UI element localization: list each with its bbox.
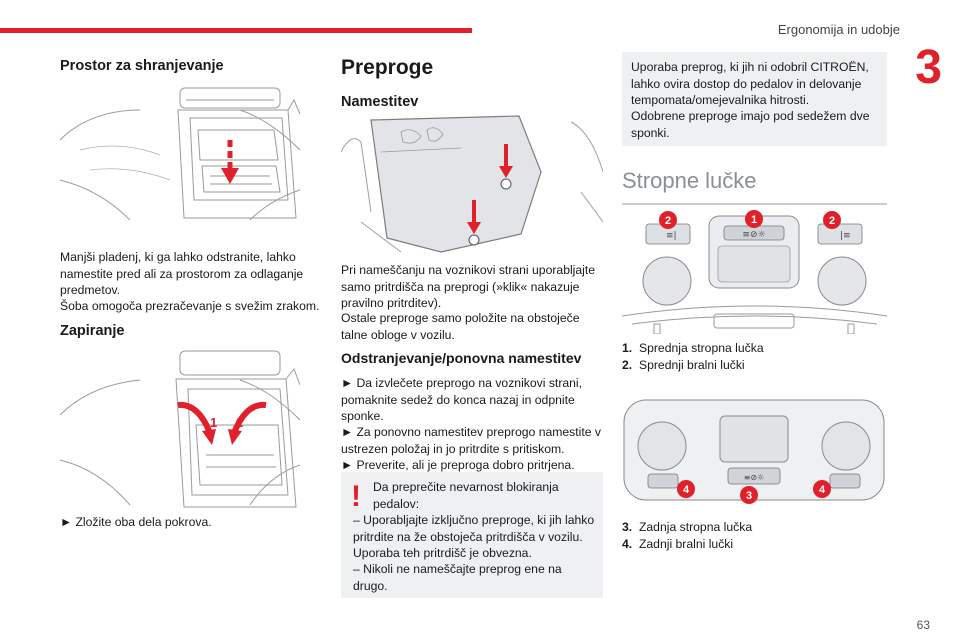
callout-1-label: 1 xyxy=(210,415,217,430)
remove-step-1: ► Da izvlečete preprogo na voznikovi str… xyxy=(341,376,583,423)
callout-1-label: 1 xyxy=(751,214,757,226)
reading-right-symbol-icon: |≡ xyxy=(840,231,851,241)
front-legend-item-2: 2. Sprednji bralni lučki xyxy=(622,357,745,372)
rear-switch-symbols-icon: ≡⊘☼ xyxy=(744,473,765,482)
callout-4-left-label: 4 xyxy=(683,484,690,496)
rear-ceiling-lens xyxy=(719,415,789,463)
sun-visor-right xyxy=(817,256,867,306)
warning-line-2: – Uporabljajte izključno preproge, ki ji… xyxy=(353,513,595,560)
clip-point-lower-icon xyxy=(468,234,480,246)
install-text-2: Ostale preproge samo položite na obstoje… xyxy=(341,311,580,342)
closing-heading: Zapiranje xyxy=(60,323,125,339)
header-accent-bar xyxy=(0,28,472,33)
floor-mat-illustration xyxy=(341,115,603,253)
remove-step-2: ► Za ponovno namestitev preprogo namesti… xyxy=(341,425,602,456)
install-text-1: Pri nameščanju na voznikovi strani upora… xyxy=(341,263,596,310)
reading-left-symbol-icon: ≡| xyxy=(666,231,677,241)
red-arrow-down-upper-icon xyxy=(499,166,513,178)
remove-step-3: ► Preverite, ali je preproga dobro pritr… xyxy=(341,458,575,472)
rear-legend: 3. Zadnja stropna lučka 4. Zadnji bralni… xyxy=(622,519,887,552)
info-line-2: Odobrene preproge imajo pod sedežem dve … xyxy=(631,109,870,140)
closing-text: ► Zložite oba dela pokrova. xyxy=(60,515,212,529)
callout-2-label: 2 xyxy=(236,415,243,430)
section-title: Ergonomija in udobje xyxy=(777,22,900,37)
install-heading: Namestitev xyxy=(341,94,419,110)
front-legend: 1. Sprednja stropna lučka 2. Sprednji br… xyxy=(622,340,887,373)
front-legend-item-1: 1. Sprednja stropna lučka xyxy=(622,341,764,355)
callout-2-right-label: 2 xyxy=(829,215,835,227)
red-fold-arrow-right-icon xyxy=(228,429,242,445)
rear-ceiling-switch xyxy=(727,467,781,485)
info-line-1: Uporaba preprog, ki jih ni odobril CITRO… xyxy=(631,60,869,107)
red-arrow-down-lower-icon xyxy=(467,222,481,234)
page-number: 63 xyxy=(916,618,930,632)
front-switch-symbols-icon: ≡⊘☼ xyxy=(742,230,765,240)
rear-legend-item-3: 3. Zadnja stropna lučka xyxy=(622,520,753,534)
callout-4-right-badge xyxy=(813,480,831,498)
rear-light-left xyxy=(637,421,687,471)
rear-ceiling-lights-illustration: ≡⊘☼ 4 3 4 xyxy=(623,399,885,504)
callout-4-left-badge xyxy=(677,480,695,498)
warning-line-1: Da preprečite nevarnost blokiranja pedal… xyxy=(373,480,559,511)
callout-3-label: 3 xyxy=(746,490,752,502)
floor-mat-shape xyxy=(370,115,542,253)
warning-box: ! Da preprečite nevarnost blokiranja ped… xyxy=(341,472,603,598)
rear-light-right xyxy=(821,421,871,471)
info-box: Uporaba preprog, ki jih ni odobril CITRO… xyxy=(622,52,887,146)
callout-4-right-label: 4 xyxy=(819,484,826,496)
lights-heading: Stropne lučke xyxy=(622,168,757,193)
rear-legend-item-4: 4. Zadnji bralni lučki xyxy=(622,536,734,551)
callout-3-badge xyxy=(740,486,758,504)
chapter-number: 3 xyxy=(915,41,942,94)
storage-illustration xyxy=(60,87,300,220)
clip-point-upper-icon xyxy=(500,178,512,190)
callout-2-left-badge xyxy=(659,211,677,229)
callout-2-right-badge xyxy=(823,211,841,229)
red-fold-arrow-left-icon xyxy=(202,429,216,445)
rear-reading-switch-left xyxy=(647,473,679,489)
callout-2-left-label: 2 xyxy=(665,215,671,227)
storage-text-2: Šoba omogoča prezračevanje s svežim zrak… xyxy=(60,299,320,313)
armrest-closing-illustration: 1 2 xyxy=(60,350,300,508)
remove-heading: Odstranjevanje/ponovna namestitev xyxy=(341,350,582,366)
rear-reading-switch-right xyxy=(829,473,861,489)
warning-icon: ! xyxy=(351,480,361,513)
callout-1-badge xyxy=(745,210,763,228)
sun-visor-left xyxy=(642,256,692,306)
front-ceiling-lights-illustration: ≡⊘☼ ≡| |≡ 2 1 2 xyxy=(622,203,887,334)
storage-text-1: Manjši pladenj, ki ga lahko odstranite, … xyxy=(60,250,304,297)
storage-heading: Prostor za shranjevanje xyxy=(60,58,224,74)
mats-heading: Preproge xyxy=(341,56,434,79)
front-ceiling-lens xyxy=(717,245,791,283)
warning-line-3: – Nikoli ne nameščajte preprog ene na dr… xyxy=(353,562,562,593)
